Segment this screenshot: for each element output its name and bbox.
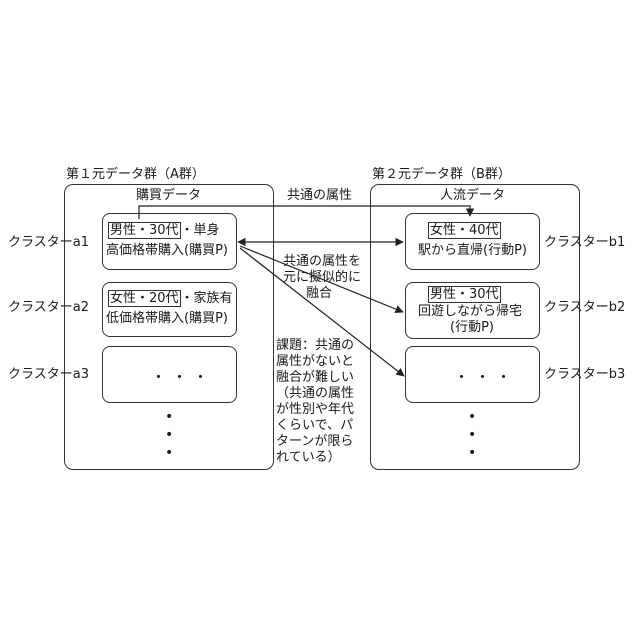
common-attribute-connector bbox=[139, 206, 470, 219]
a1-b3-arrow bbox=[240, 248, 404, 376]
a1-b2-arrow bbox=[240, 246, 403, 312]
